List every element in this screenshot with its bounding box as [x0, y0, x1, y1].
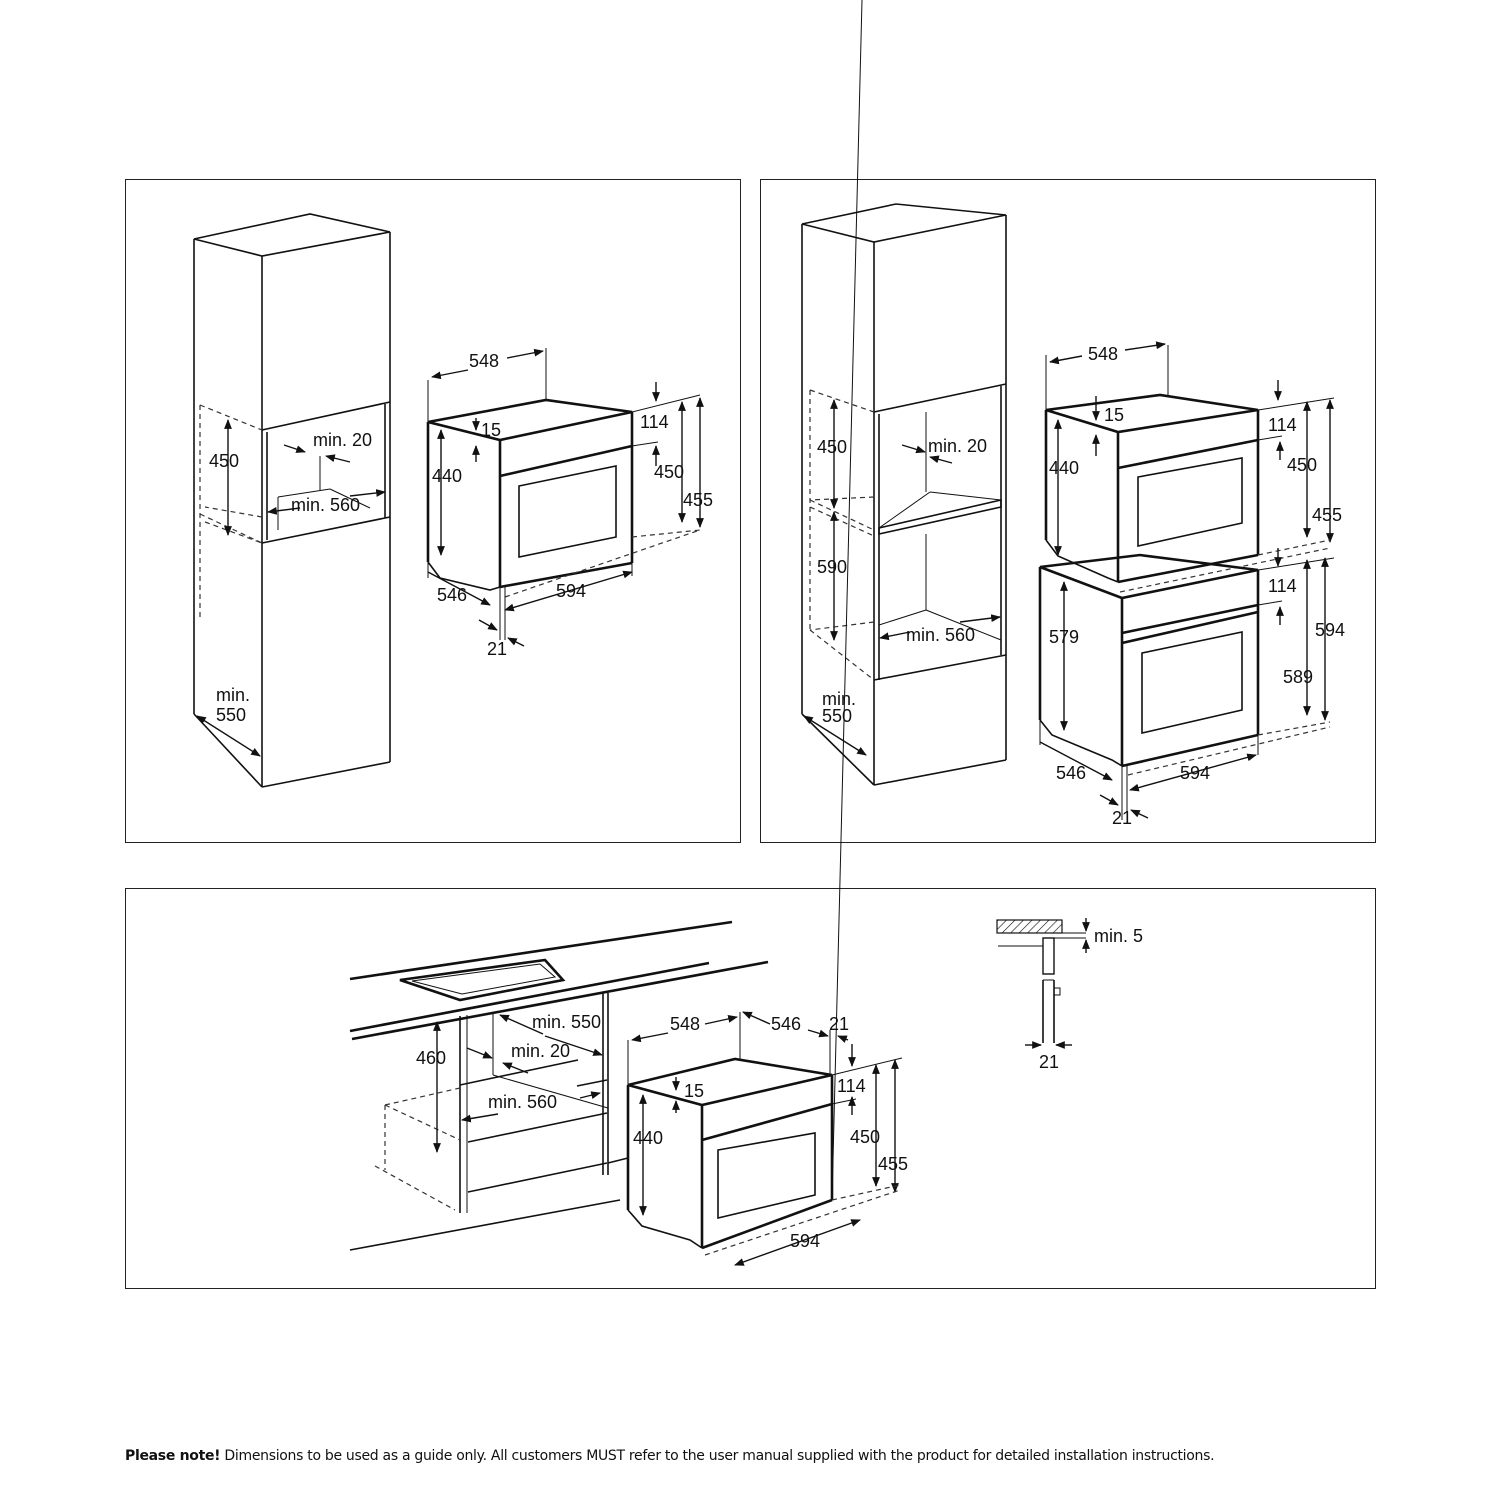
dim-detail-thickness: 21 — [1039, 1052, 1060, 1072]
dim-top-inset: 15 — [684, 1081, 705, 1101]
dim-cabinet-depth-line2: 550 — [822, 706, 853, 726]
dim-lower-total-height: 594 — [1315, 620, 1346, 640]
dim-front-height: 450 — [654, 462, 685, 482]
dim-niche-width: min. 560 — [488, 1092, 558, 1112]
under-counter-cabinet — [349, 920, 769, 1251]
dim-rear-gap: min. 20 — [313, 430, 373, 450]
dim-width: 594 — [556, 581, 587, 601]
note-heading: Please note! — [125, 1448, 221, 1464]
appliance-under-counter — [626, 0, 903, 1266]
dim-front-thickness: 21 — [829, 1014, 850, 1034]
dim-upper-total-depth: 548 — [1088, 344, 1119, 364]
dim-panel-height: 114 — [640, 412, 669, 432]
dim-lower-front-height: 589 — [1283, 667, 1314, 687]
dim-total-height: 455 — [683, 490, 714, 510]
tall-cabinet-single — [193, 213, 391, 788]
dim-lower-niche-height: 590 — [817, 557, 848, 577]
note-body: Dimensions to be used as a guide only. A… — [220, 1448, 1215, 1464]
dim-niche-width: min. 560 — [906, 625, 976, 645]
disclaimer-note: Please note! Dimensions to be used as a … — [125, 1448, 1215, 1464]
dim-cabinet-depth-line2: 550 — [216, 705, 247, 725]
dim-upper-total-height: 455 — [1312, 505, 1343, 525]
dim-niche-height: 460 — [416, 1048, 447, 1068]
dim-width: 594 — [790, 1231, 821, 1251]
dim-total-depth: 548 — [670, 1014, 701, 1034]
dim-body-height: 440 — [432, 466, 463, 486]
dim-total-height: 455 — [878, 1154, 909, 1174]
dim-cabinet-depth-line1: min. — [216, 685, 251, 705]
dim-detail-gap: min. 5 — [1094, 926, 1144, 946]
appliance-lower — [1038, 548, 1335, 820]
dim-cabinet-depth: min. 550 — [532, 1012, 602, 1032]
panel-under-counter — [125, 888, 1376, 1289]
dim-lower-width: 594 — [1180, 763, 1211, 783]
dim-top-inset: 15 — [481, 420, 502, 440]
dim-lower-body-depth: 546 — [1056, 763, 1087, 783]
dim-upper-front-height: 450 — [1287, 455, 1318, 475]
dim-front-height: 450 — [850, 1127, 881, 1147]
dim-rear-gap: min. 20 — [928, 436, 988, 456]
dim-rear-gap: min. 20 — [511, 1041, 571, 1061]
dim-lower-panel-height: 114 — [1268, 576, 1297, 596]
dim-upper-panel-height: 114 — [1268, 415, 1297, 435]
appliance-upper — [1044, 341, 1335, 593]
dim-niche-height: 450 — [209, 451, 240, 471]
dim-body-depth: 546 — [771, 1014, 802, 1034]
dim-panel-height: 114 — [837, 1076, 866, 1096]
dim-lower-body-height: 579 — [1049, 627, 1080, 647]
dim-upper-niche-height: 450 — [817, 437, 848, 457]
dim-upper-body-height: 440 — [1049, 458, 1080, 478]
appliance-single — [426, 348, 704, 647]
dim-front-thickness: 21 — [487, 639, 508, 659]
tall-cabinet-double — [801, 203, 1007, 786]
dim-body-depth: 546 — [437, 585, 468, 605]
dim-total-depth: 548 — [469, 351, 500, 371]
dim-body-height: 440 — [633, 1128, 664, 1148]
dim-upper-top-inset: 15 — [1104, 405, 1125, 425]
dim-niche-width: min. 560 — [291, 495, 361, 515]
gap-detail — [996, 918, 1090, 1049]
dim-lower-front-thickness: 21 — [1112, 808, 1133, 828]
dim-cabinet-depth-line1: min. — [822, 689, 857, 709]
